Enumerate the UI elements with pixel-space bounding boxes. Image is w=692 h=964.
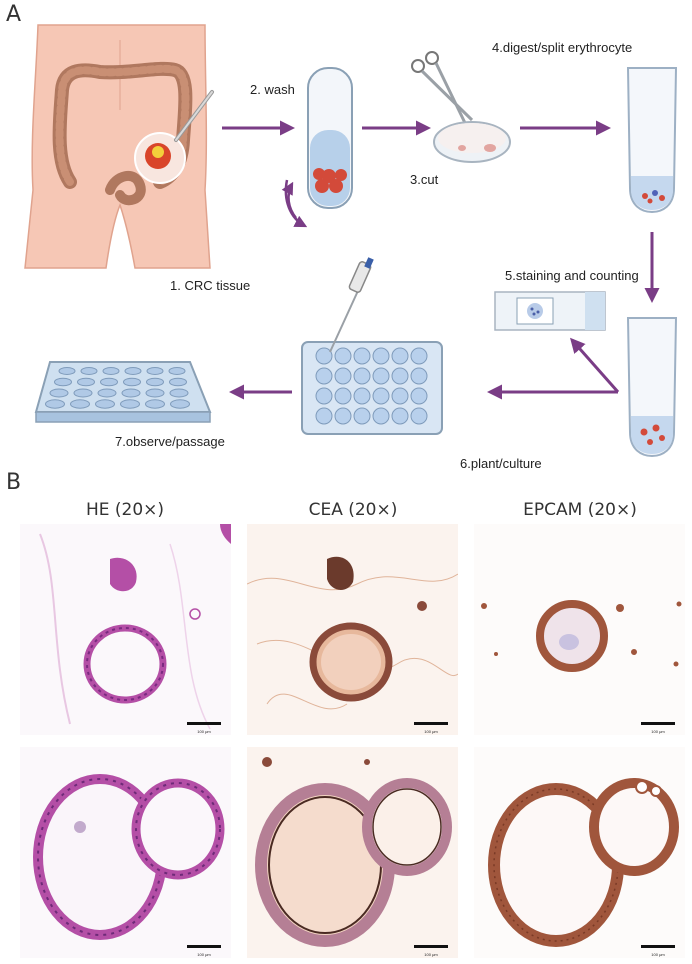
micrograph-cea-top: 100 μm	[247, 524, 458, 735]
petri-dish	[433, 121, 511, 163]
scale-label: 100 μm	[651, 729, 665, 734]
step-crc-tissue: 1. CRC tissue	[170, 278, 251, 293]
counting-slide	[494, 291, 606, 331]
panel-a-label: A	[6, 2, 22, 27]
panel-b-label: B	[6, 470, 22, 495]
step-plant: 6.plant/culture	[460, 456, 542, 471]
micrograph-epcam-top: 100 μm	[474, 524, 685, 735]
well-plate-top	[301, 341, 443, 435]
digest-tube	[626, 67, 678, 214]
step-staining: 5.staining and counting	[505, 268, 639, 283]
column-title-epcam: EPCAM (20×)	[523, 500, 637, 520]
scale-bar	[187, 945, 221, 948]
step-digest: 4.digest/split erythrocyte	[492, 40, 633, 55]
scale-label: 100 μm	[197, 729, 211, 734]
step-observe: 7.observe/passage	[115, 434, 225, 449]
torso-illustration	[24, 24, 214, 269]
scale-label: 100 μm	[651, 952, 665, 957]
scale-bar	[187, 722, 221, 725]
scale-bar	[414, 722, 448, 725]
scale-label: 100 μm	[197, 952, 211, 957]
plant-tube	[626, 317, 678, 458]
scale-label: 100 μm	[424, 952, 438, 957]
column-title-he: HE (20×)	[85, 500, 165, 520]
scale-bar	[641, 722, 675, 725]
micrograph-he-top: 100 μm	[20, 524, 231, 735]
wash-tube	[307, 67, 353, 209]
scissors-icon	[411, 51, 474, 126]
step-cut: 3.cut	[410, 172, 439, 187]
scale-bar	[414, 945, 448, 948]
micrograph-he-bottom: 100 μm	[20, 747, 231, 958]
column-title-cea: CEA (20×)	[308, 500, 398, 520]
scale-label: 100 μm	[424, 729, 438, 734]
workflow-diagram	[24, 24, 678, 458]
shake-arrow	[281, 181, 298, 219]
arrow-to-slide	[570, 337, 620, 393]
step-wash: 2. wash	[250, 82, 295, 97]
well-plate-angled	[34, 361, 212, 423]
micrograph-epcam-bottom: 100 μm	[474, 747, 685, 958]
scale-bar	[641, 945, 675, 948]
micrograph-cea-bottom: 100 μm	[247, 747, 458, 958]
pipette-icon	[329, 257, 374, 353]
